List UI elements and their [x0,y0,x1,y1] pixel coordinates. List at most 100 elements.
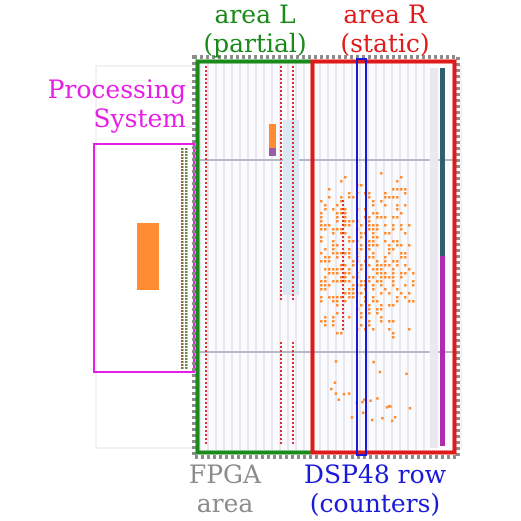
routing-dot [280,106,282,108]
routing-dot [205,330,207,332]
placed-logic-cell [372,212,375,215]
placed-logic-cell [332,232,335,235]
ps-pin [185,196,188,198]
ps-pin [181,244,184,246]
ps-pin [181,247,184,249]
routing-dot [292,414,294,416]
placed-logic-cell [352,296,355,299]
placed-logic-cell [324,324,327,327]
placed-logic-cell [404,284,407,287]
routing-dot [280,82,282,84]
ps-pin [185,352,188,354]
placed-logic-cell [368,320,371,323]
routing-dot [342,324,344,326]
placed-logic-cell [344,216,347,219]
ps-pin [181,208,184,210]
routing-dot [280,130,282,132]
routing-dot [205,90,207,92]
routing-dot [205,286,207,288]
routing-dot [342,312,344,314]
placed-logic-cell [384,232,387,235]
placed-logic-cell [348,288,351,291]
routing-dot [205,214,207,216]
placed-logic-cell [368,324,371,327]
routing-dot [292,190,294,192]
placed-logic-cell [324,248,327,251]
placed-logic-cell [348,256,351,259]
routing-dot [280,378,282,380]
routing-dot [292,366,294,368]
placed-logic-cell [396,288,399,291]
placed-logic-cell [376,268,379,271]
placed-logic-cell [392,216,395,219]
routing-dot [292,294,294,296]
placed-logic-cell [361,411,365,415]
placed-logic-cell [376,272,379,275]
routing-dot [292,374,294,376]
ps-pin [185,286,188,288]
placed-logic-cell [384,272,387,275]
ps-pin [181,301,184,303]
placed-logic-cell [384,192,387,195]
placed-logic-cell [372,288,375,291]
placed-logic-cell [376,280,379,283]
routing-dot [342,264,344,266]
routing-dot [205,138,207,140]
routing-dot [205,374,207,376]
placed-logic-cell [340,232,343,235]
ps-pin [181,250,184,252]
ps-pin [181,364,184,366]
ps-pin [181,235,184,237]
placed-logic-cell [332,208,335,211]
placed-logic-cell [320,200,323,203]
routing-dot [205,78,207,80]
routing-dot [205,110,207,112]
routing-dot [280,410,282,412]
routing-dot [205,70,207,72]
routing-dot [342,268,344,270]
placed-logic-cell [334,392,338,395]
placed-logic-cell [392,228,395,231]
ps-pin [181,148,184,150]
ps-pin [181,205,184,207]
placed-logic-cell [404,188,407,191]
ps-pin [185,319,188,321]
ps-pin [185,157,188,159]
placed-logic-cell [412,284,415,287]
placed-logic-cell [340,268,343,271]
placed-logic-cell [380,304,383,307]
routing-dot [292,354,294,356]
placed-logic-cell [360,244,363,247]
routing-dot [205,394,207,396]
placed-logic-cell [372,236,375,239]
routing-dot [280,374,282,376]
routing-dot [342,260,344,262]
placed-logic-cell [348,196,351,199]
routing-dot [280,142,282,144]
routing-dot [280,86,282,88]
placed-logic-cell [352,196,355,199]
routing-dot [292,158,294,160]
routing-dot [292,298,294,300]
placed-logic-cell [396,204,399,207]
placed-logic-cell [368,312,371,315]
placed-logic-cell [392,240,395,243]
routing-dot [205,178,207,180]
routing-dot [292,262,294,264]
routing-dot [292,98,294,100]
ps-pin [185,274,188,276]
routing-dot [205,262,207,264]
ps-pin [185,277,188,279]
placed-logic-cell [336,300,339,303]
routing-dot [205,278,207,280]
placed-logic-cell [372,268,375,271]
routing-dot [280,290,282,292]
ps-pin [181,334,184,336]
placed-logic-cell [340,252,343,255]
routing-dot [280,286,282,288]
placed-logic-cell [348,236,351,239]
routing-dot [205,198,207,200]
placed-logic-cell [340,212,343,215]
routing-dot [280,154,282,156]
placed-logic-cell [384,216,387,219]
